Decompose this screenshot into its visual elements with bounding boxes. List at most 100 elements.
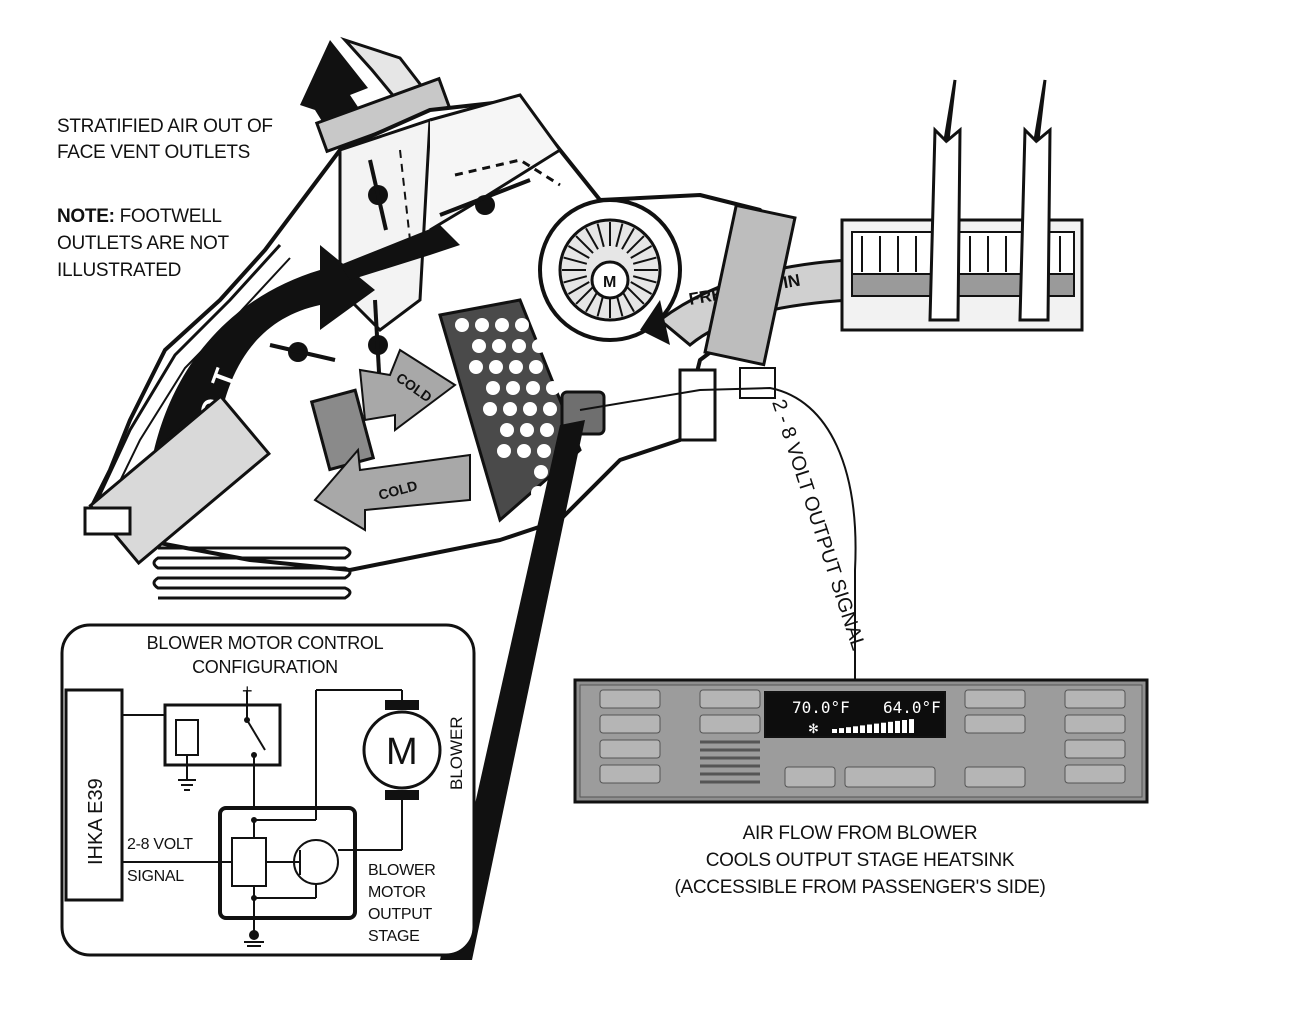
fan-blade <box>575 286 594 305</box>
fan-level-bar <box>881 722 886 733</box>
note-label-line1: NOTE: FOOTWELL <box>57 205 222 229</box>
blower-fan: M <box>538 198 682 342</box>
panel-button <box>964 714 1026 734</box>
evaporator-dot <box>500 423 514 437</box>
blower-motor-icon <box>590 260 630 300</box>
blower-motor-symbol <box>362 710 442 790</box>
evaporator-dot <box>529 360 543 374</box>
panel-temp-left: 70.0°F <box>792 698 850 717</box>
caption-line1: AIR FLOW FROM BLOWER <box>742 823 978 844</box>
panel-button <box>1064 739 1126 759</box>
evaporator-dot <box>483 402 497 416</box>
fan-blade <box>575 235 594 254</box>
evaporator-dot <box>455 318 469 332</box>
fan-blade <box>632 256 657 265</box>
panel-fan-icon: ✻ <box>808 722 819 737</box>
panel-button <box>699 689 761 709</box>
signal-wire <box>579 386 857 680</box>
fan-blade <box>626 286 645 305</box>
ihka-module-box <box>64 688 124 902</box>
caption-line3: (ACCESSIBLE FROM PASSENGER'S SIDE) <box>674 877 1046 898</box>
evaporator-dot <box>543 402 557 416</box>
evaporator-dot <box>489 360 503 374</box>
fan-blade <box>621 290 635 313</box>
signal-label-line1: 2-8 VOLT <box>127 836 193 853</box>
evaporator-dot <box>497 444 511 458</box>
blower-label: BLOWER <box>447 716 466 790</box>
fan-blade <box>563 275 588 284</box>
evaporator-dot <box>520 423 534 437</box>
stratified-air-label-line1: STRATIFIED AIR OUT OF <box>57 116 273 137</box>
evaporator-dot <box>472 339 486 353</box>
fan-level-bar <box>860 725 865 733</box>
fan-level-bar <box>832 729 837 733</box>
fan-blade <box>596 223 605 248</box>
output-stage-label-line3: OUTPUT <box>368 906 432 923</box>
panel-button <box>599 764 661 784</box>
flap-upper-left <box>368 159 388 231</box>
callout-wedge <box>440 420 585 960</box>
panel-button <box>964 689 1026 709</box>
evaporator-dot <box>526 381 540 395</box>
output-stage-label-line4: STAGE <box>368 928 420 945</box>
fan-level-bar <box>853 726 858 733</box>
fan-blade <box>615 223 624 248</box>
evaporator-dot <box>469 360 483 374</box>
fan-blade <box>567 245 590 259</box>
evaporator-dot <box>515 318 529 332</box>
output-stage-label-line1: BLOWER <box>368 862 436 879</box>
output-stage-label-line2: MOTOR <box>368 884 426 901</box>
relay-coil <box>175 719 199 756</box>
panel-button <box>784 766 836 788</box>
panel-button <box>599 714 661 734</box>
fan-blade <box>585 227 599 250</box>
inset-circuit: IHKA E39 <box>64 681 466 947</box>
blower-motor-letter: M <box>603 274 616 291</box>
panel-temp-right: 64.0°F <box>883 698 941 717</box>
footwell-ribs <box>152 546 352 600</box>
panel-button <box>1064 714 1126 734</box>
ihka-module-label: IHKA E39 <box>85 778 107 865</box>
inset-title-line2: CONFIGURATION <box>192 657 338 677</box>
evaporator-dot <box>492 339 506 353</box>
panel-button <box>1064 689 1126 709</box>
inset-title-line1: BLOWER MOTOR CONTROL <box>146 633 384 653</box>
evaporator-dot <box>503 402 517 416</box>
air-mix-flaps <box>269 159 531 391</box>
plus-label: + <box>242 681 253 701</box>
evaporator-dot <box>532 339 546 353</box>
fan-level-bar <box>874 723 879 733</box>
evaporator-dot <box>534 465 548 479</box>
fan-blade <box>630 245 653 259</box>
panel-button <box>964 766 1026 788</box>
fan-level-bar <box>909 719 914 733</box>
evaporator-dot <box>506 381 520 395</box>
housing-connector <box>83 506 132 536</box>
fan-level-bar <box>888 721 893 733</box>
fan-level-bar <box>902 720 907 733</box>
climate-control-panel: 70.0°F 64.0°F ✻ <box>573 678 1149 804</box>
flap-lower <box>269 342 336 362</box>
flap-upper-right <box>439 178 531 217</box>
fan-blade <box>567 281 590 295</box>
evaporator-dot <box>540 423 554 437</box>
evaporator-dot <box>546 381 560 395</box>
cold-airflow-arrows: COLD COLD <box>313 348 471 532</box>
fan-blade <box>630 281 653 295</box>
caption-line2: COOLS OUTPUT STAGE HEATSINK <box>705 850 1015 871</box>
evaporator-dot <box>509 360 523 374</box>
evaporator-dot <box>523 402 537 416</box>
evaporator-dot <box>517 444 531 458</box>
evaporator-dot <box>531 486 545 500</box>
fan-level-bar <box>867 724 872 733</box>
panel-button <box>1064 764 1126 784</box>
signal-label-line2: SIGNAL <box>127 868 184 885</box>
evaporator-dot <box>475 318 489 332</box>
panel-button <box>844 766 936 788</box>
fan-blade <box>632 275 657 284</box>
note-rest: FOOTWELL <box>114 206 222 227</box>
note-bold: NOTE: <box>57 206 115 227</box>
evaporator-dot <box>495 318 509 332</box>
